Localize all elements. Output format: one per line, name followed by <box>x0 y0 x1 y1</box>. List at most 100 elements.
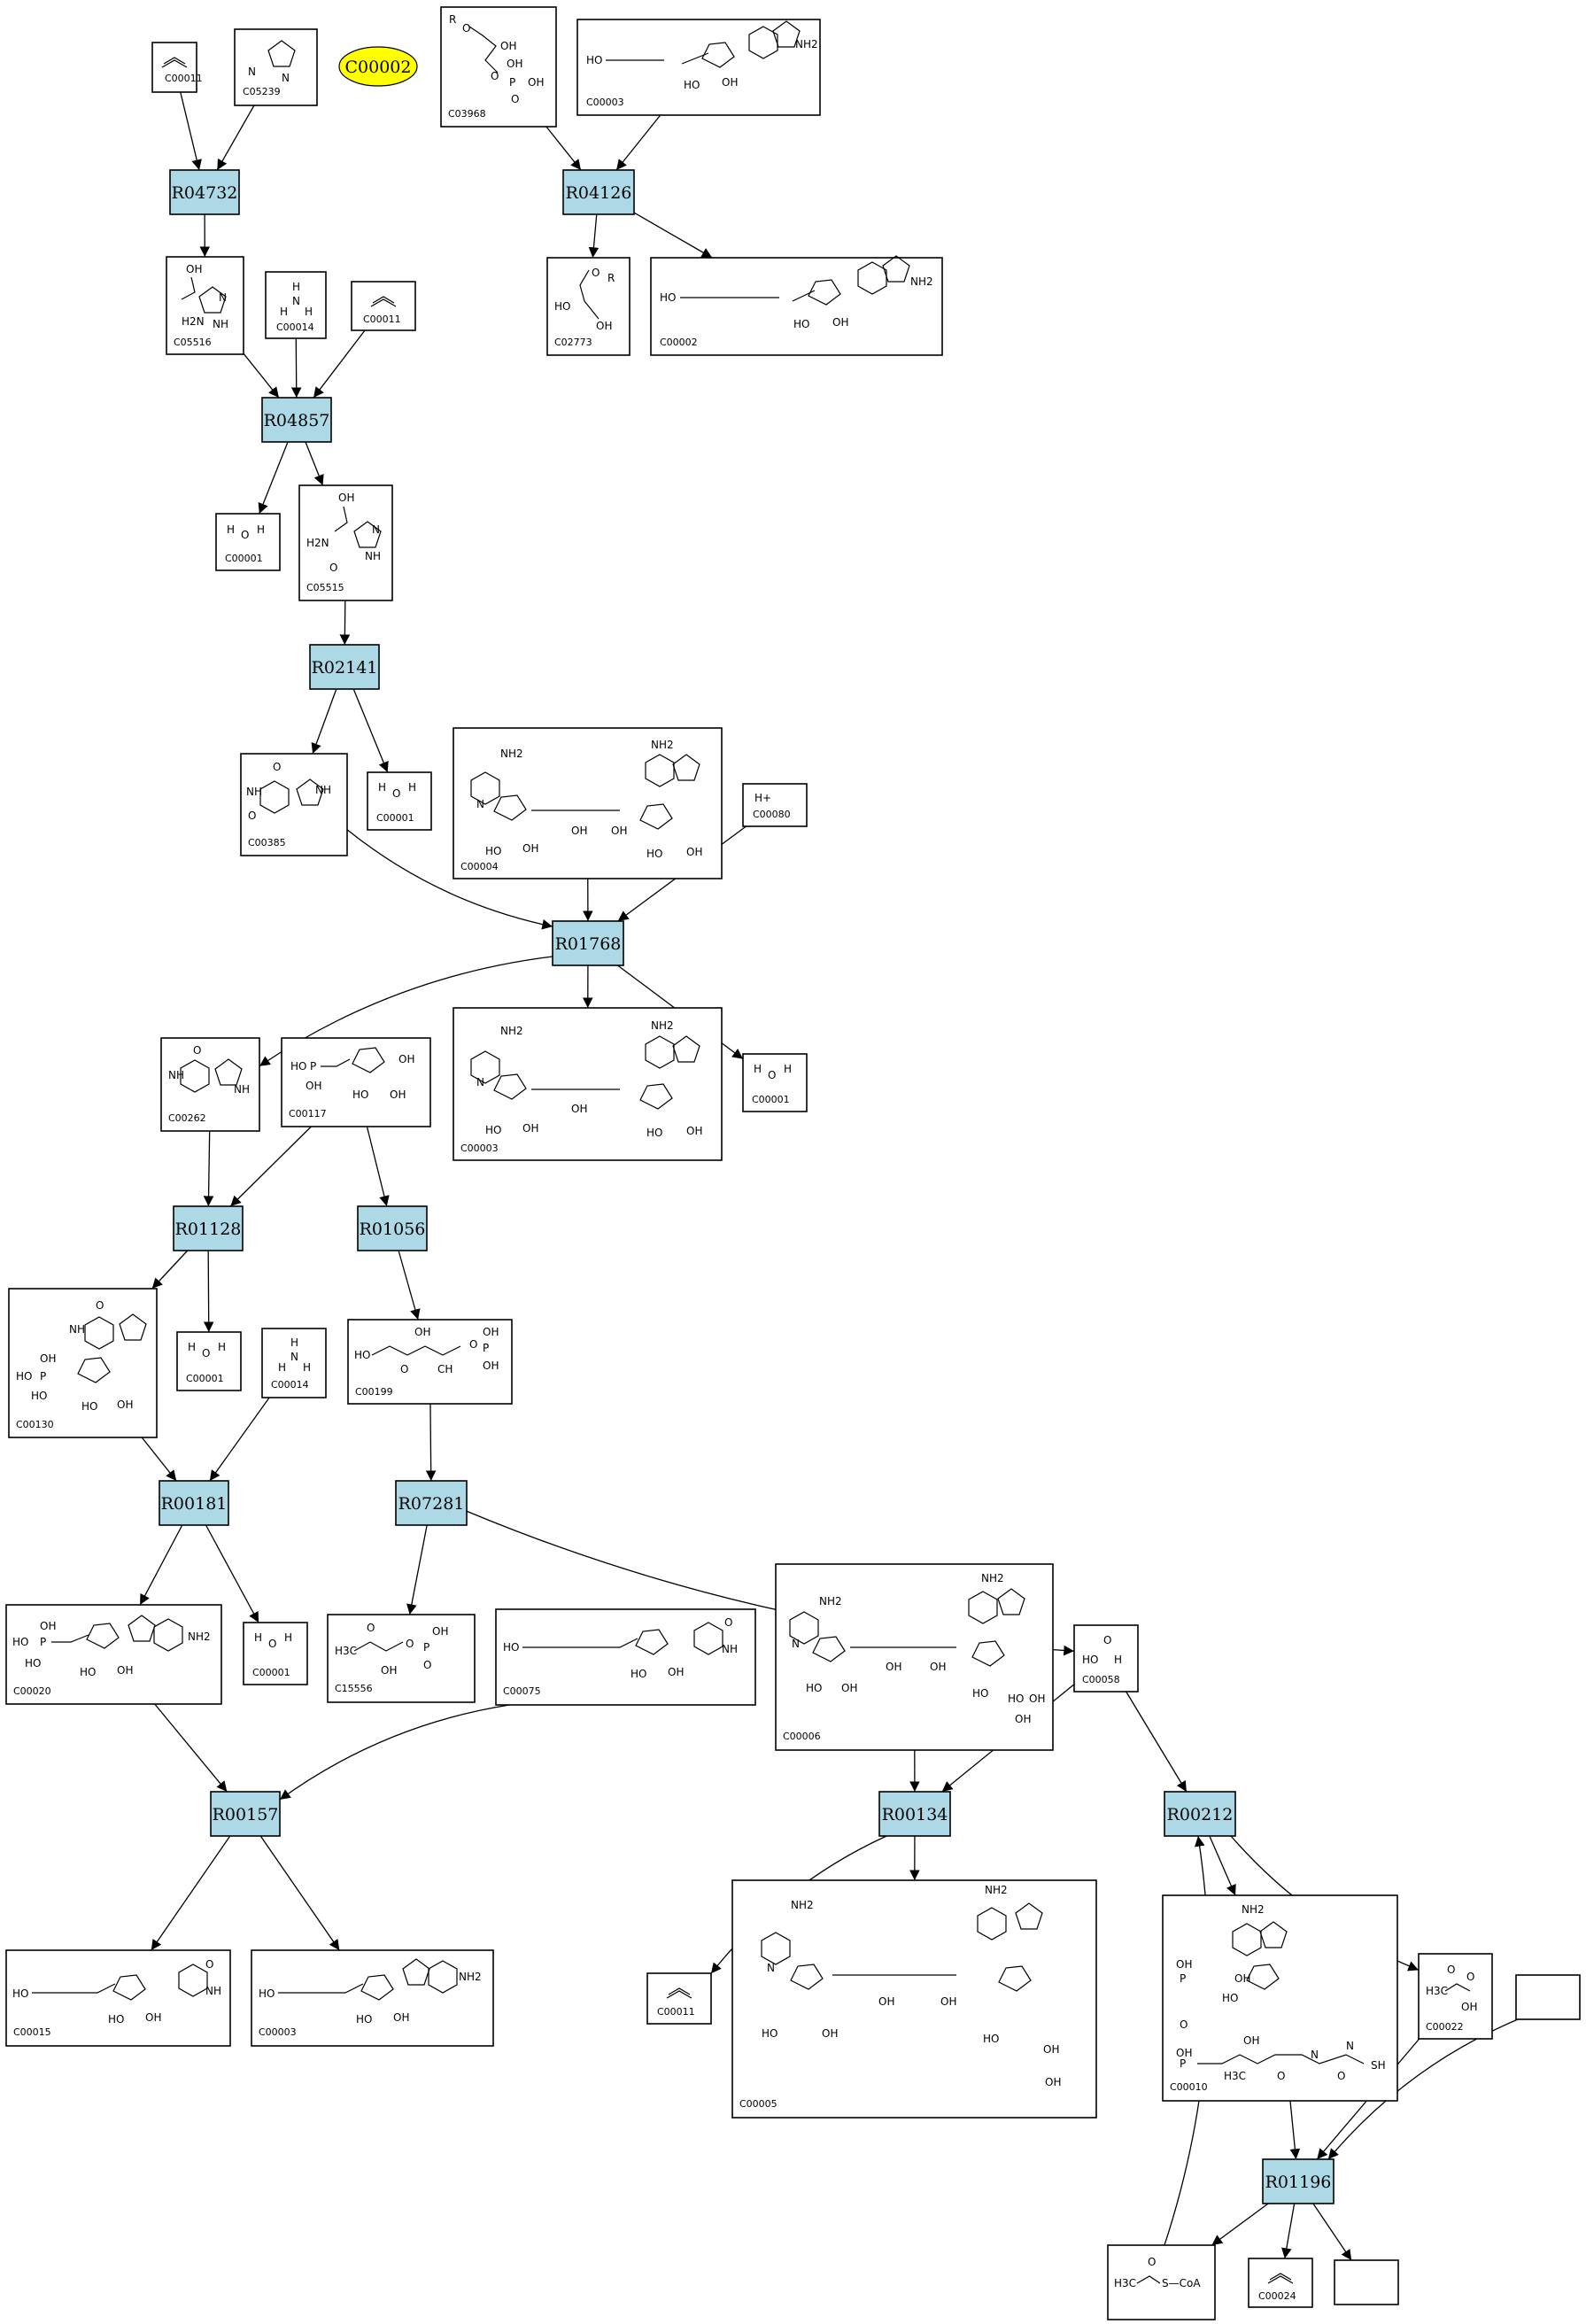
compound-node[interactable]: O HO H C00058 <box>1073 1624 1139 1693</box>
compound-node[interactable]: HO P OH HO NH2 HO OH C00020 <box>5 1604 222 1705</box>
atom-label: OH <box>822 2027 838 2040</box>
atom-label: OH <box>381 1664 397 1677</box>
reaction-node[interactable]: R00181 <box>159 1480 229 1526</box>
compound-node[interactable]: O NH NH C00262 <box>160 1037 260 1132</box>
reaction-node[interactable]: R00134 <box>878 1791 951 1837</box>
compound-node[interactable]: H+ C00080 <box>742 783 808 827</box>
atom-label: H <box>278 1361 286 1374</box>
edge-arrow <box>545 126 582 171</box>
compound-label: C00199 <box>355 1386 393 1398</box>
compound-node[interactable]: O NH OH HO P HO HO OH C00130 <box>8 1288 158 1438</box>
atom-label: NH <box>168 1069 184 1081</box>
edge-arrow <box>313 329 366 399</box>
reaction-node[interactable]: R07281 <box>395 1480 468 1526</box>
compound-node[interactable]: O R HO OH C02773 <box>546 257 631 356</box>
compound-node[interactable]: NH2 OH P OH HO O OH P OH H3C O N O N SH … <box>1162 1894 1398 2102</box>
atom-label: HO <box>485 1124 501 1136</box>
atom-label: H3C <box>1224 2070 1246 2082</box>
compound-node[interactable]: HO P OH OH HO OH C00117 <box>281 1037 431 1127</box>
atom-label: SH <box>1371 2059 1386 2072</box>
atom-label: OH <box>571 1103 587 1115</box>
compound-node[interactable]: HO NH2 HO OH C00003 <box>251 1949 494 2047</box>
atom-label: OH <box>500 40 516 52</box>
reaction-node[interactable]: R00157 <box>210 1791 281 1837</box>
compound-node[interactable]: C00011 <box>151 42 203 93</box>
compound-node[interactable]: O NH O NH C00385 <box>240 753 348 856</box>
compound-node[interactable]: NH2 N NH2 OH OH HO OH HO OH OH C00005 <box>731 1879 1097 2119</box>
reaction-label: R07281 <box>398 1494 465 1514</box>
compound-node[interactable]: NH2 N NH2 OH OH HO OH HO HO OH OH C00006 <box>775 1563 1054 1751</box>
atom-label: NH2 <box>651 1019 674 1032</box>
compound-node[interactable]: H O H C00001 <box>243 1622 308 1685</box>
atom-label: O <box>768 1069 776 1081</box>
compound-node[interactable]: H O H C00001 <box>742 1053 808 1112</box>
reaction-node[interactable]: R04126 <box>562 169 635 215</box>
compound-node[interactable]: R O OH O P OH OH O C03968 <box>440 6 557 128</box>
compound-node[interactable]: HO O NH HO OH C00075 <box>495 1608 756 1706</box>
nodes-layer: C00002 C00011 N N C05239 R O OH O P OH O… <box>5 6 1581 2320</box>
compound-node[interactable] <box>1334 2259 1399 2305</box>
compound-node[interactable]: OH N H2N NH O C05515 <box>298 484 393 601</box>
compound-node[interactable]: HO NH2 HO OH C00003 <box>576 19 821 116</box>
atom-label: P <box>423 1641 429 1654</box>
atom-label: OH <box>117 1398 133 1411</box>
atom-label: OH <box>1029 1693 1045 1705</box>
atom-label: NH2 <box>651 739 674 751</box>
compound-node[interactable]: H O H C00001 <box>367 771 432 831</box>
reaction-node[interactable]: R01196 <box>1262 2158 1335 2204</box>
reaction-node[interactable]: R04732 <box>169 169 240 215</box>
atom-label: OH <box>522 1122 538 1135</box>
compound-node[interactable]: H N H H C00014 <box>265 271 327 339</box>
compound-node[interactable]: O H3C O OH C00022 <box>1418 1953 1493 2040</box>
atom-label: O <box>193 1044 201 1057</box>
reaction-node[interactable]: R01768 <box>552 920 624 966</box>
edge-arrow <box>205 1524 259 1623</box>
atom-label: H <box>227 523 235 536</box>
compound-node[interactable]: H O H C00001 <box>176 1331 242 1391</box>
atom-label: NH2 <box>985 1884 1008 1896</box>
compound-node[interactable]: H O H C00001 <box>215 513 281 571</box>
atom-label: OH <box>117 1664 133 1677</box>
atom-label: OH <box>483 1326 499 1338</box>
compound-node[interactable]: C00024 <box>1248 2258 1313 2308</box>
compound-node[interactable]: OH HO O CH O P OH OH C00199 <box>347 1319 513 1405</box>
edge-arrow <box>141 1437 177 1482</box>
compound-node[interactable] <box>1515 1974 1581 2020</box>
atom-label: H <box>290 1336 298 1349</box>
highlight-ellipse[interactable]: C00002 <box>338 46 418 87</box>
compound-label: C00014 <box>276 321 314 333</box>
atom-label: H <box>254 1631 262 1644</box>
atom-label: H <box>1114 1654 1122 1666</box>
atom-label: O <box>491 70 499 82</box>
reaction-node[interactable]: R01128 <box>173 1205 244 1251</box>
compound-node[interactable]: N N C05239 <box>234 28 318 106</box>
edge-arrow <box>216 105 255 171</box>
compound-label: C00004 <box>460 861 499 872</box>
compound-node[interactable]: O H3C S—CoA <box>1107 2244 1216 2320</box>
reaction-node[interactable]: R01056 <box>357 1205 428 1251</box>
compound-node[interactable]: HO O NH HO OH C00015 <box>5 1949 231 2047</box>
edge-arrow <box>1281 2203 1296 2259</box>
compound-node[interactable]: HO NH2 HO OH C00002 <box>650 255 943 356</box>
compound-node[interactable]: H N H H C00014 <box>261 1328 327 1398</box>
atom-label: NH <box>69 1323 85 1336</box>
compound-node[interactable]: OH N H2N NH C05516 <box>166 256 244 355</box>
compound-label: C00022 <box>1426 2021 1464 2033</box>
compound-node[interactable]: C00011 <box>646 1972 712 2025</box>
reaction-node[interactable]: R04857 <box>261 397 332 443</box>
atom-label: H <box>284 1631 292 1644</box>
compound-node[interactable]: C00011 <box>351 281 416 331</box>
reaction-node[interactable]: R02141 <box>309 644 380 690</box>
atom-label: HO <box>646 1127 662 1139</box>
compound-node[interactable]: NH2 N NH2 HO OH OH OH HO OH C00004 <box>453 727 723 879</box>
compound-label: C00010 <box>1170 2081 1208 2093</box>
compound-node[interactable]: H3C O OH O P OH O C15556 <box>327 1614 476 1703</box>
atom-label: HO <box>80 1666 96 1678</box>
compound-node[interactable]: NH2 N NH2 HO OH OH HO OH C00003 <box>453 1007 723 1161</box>
atom-label: OH <box>306 1080 321 1092</box>
compound-label: C00020 <box>13 1685 51 1697</box>
reaction-node[interactable]: R00212 <box>1164 1791 1236 1837</box>
edge-arrow <box>259 1835 340 1951</box>
atom-label: O <box>1180 2018 1188 2031</box>
atom-label: HO <box>1222 1992 1238 2004</box>
